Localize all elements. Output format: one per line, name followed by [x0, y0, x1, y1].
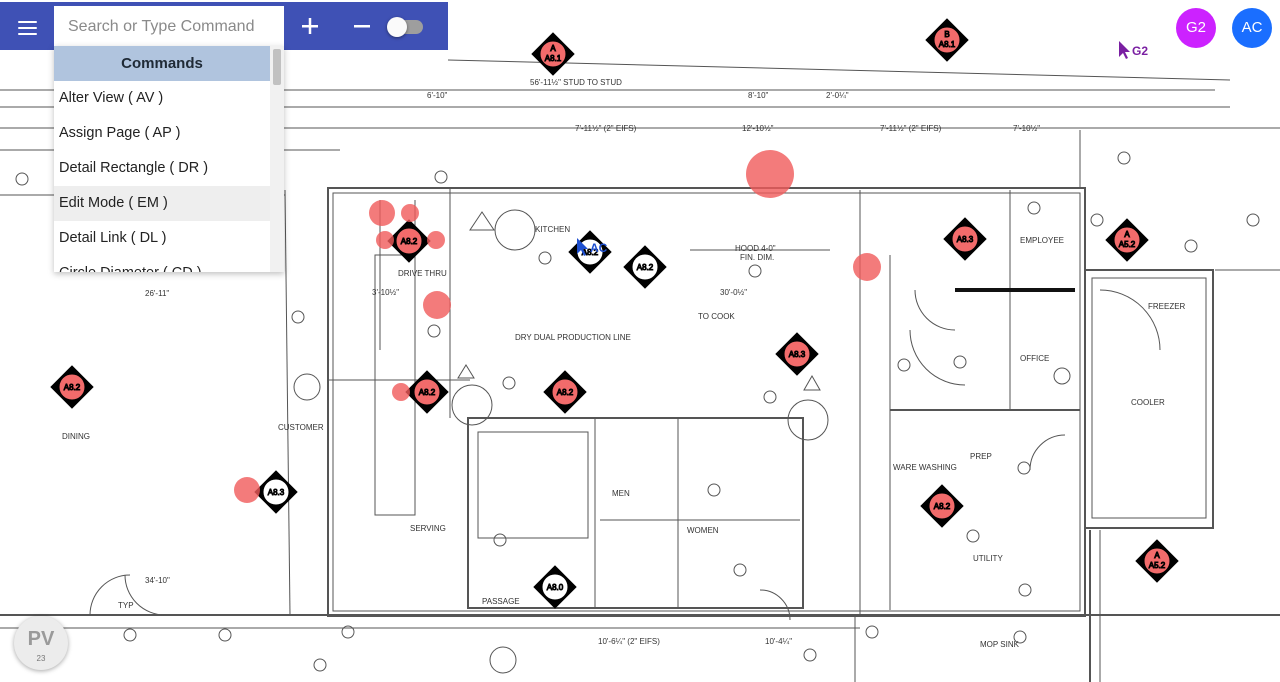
user-avatar-g2[interactable]: G2 [1176, 8, 1216, 48]
svg-text:HOOD 4-0": HOOD 4-0" [735, 244, 776, 253]
svg-text:2'-0¼": 2'-0¼" [826, 91, 849, 100]
section-marker[interactable]: A8.2 [405, 370, 449, 414]
svg-text:7'-11½" (2" EIFS): 7'-11½" (2" EIFS) [880, 124, 942, 133]
commands-dropdown: Commands Alter View ( AV ) Assign Page (… [54, 46, 284, 272]
marker-sheet-label: A5.2 [1119, 240, 1136, 249]
hamburger-menu-icon[interactable] [10, 12, 46, 42]
svg-text:30'-0½": 30'-0½" [720, 288, 747, 297]
svg-text:FIN. DIM.: FIN. DIM. [740, 253, 774, 262]
section-marker[interactable]: AA8.1 [531, 32, 575, 76]
marker-sheet-label: A8.2 [582, 248, 599, 257]
command-search-input[interactable] [54, 6, 284, 48]
marker-sheet-label: A8.2 [637, 263, 654, 272]
marker-sheet-label: A8.2 [401, 237, 418, 246]
section-marker[interactable]: BA8.1 [925, 18, 969, 62]
page-view-button[interactable]: PV 23 [14, 616, 68, 670]
svg-text:MOP SINK: MOP SINK [980, 640, 1020, 649]
svg-text:6'-10": 6'-10" [427, 91, 448, 100]
page-view-label: PV [27, 628, 55, 650]
section-marker[interactable]: A8.2 [623, 245, 667, 289]
svg-text:MEN: MEN [612, 489, 630, 498]
toggle-knob [387, 17, 407, 37]
svg-text:COOLER: COOLER [1131, 398, 1165, 407]
svg-text:TO COOK: TO COOK [698, 312, 735, 321]
section-marker[interactable]: A8.2 [543, 370, 587, 414]
commands-list: Alter View ( AV ) Assign Page ( AP ) Det… [54, 81, 270, 272]
section-marker[interactable]: A8.2 [920, 484, 964, 528]
svg-text:FREEZER: FREEZER [1148, 302, 1186, 311]
minus-icon [354, 25, 370, 28]
svg-text:OFFICE: OFFICE [1020, 354, 1049, 363]
svg-text:DRY DUAL PRODUCTION LINE: DRY DUAL PRODUCTION LINE [515, 333, 631, 342]
svg-text:8'-10": 8'-10" [748, 91, 769, 100]
marker-sheet-label: A8.2 [64, 383, 81, 392]
remote-cursor-g2-label: G2 [1132, 44, 1149, 58]
commands-scrollbar-thumb[interactable] [273, 49, 281, 85]
svg-text:7'-11½" (2" EIFS): 7'-11½" (2" EIFS) [575, 124, 637, 133]
svg-text:10'-6¼" (2" EIFS): 10'-6¼" (2" EIFS) [598, 637, 660, 646]
svg-text:PREP: PREP [970, 452, 992, 461]
svg-text:56'-11½" STUD TO STUD: 56'-11½" STUD TO STUD [530, 78, 622, 87]
marker-sheet-label: A8.2 [557, 388, 574, 397]
marker-sheet-label: A8.2 [419, 388, 436, 397]
section-marker[interactable]: A8.0 [533, 565, 577, 609]
svg-text:PASSAGE: PASSAGE [482, 597, 520, 606]
cursor-arrow-icon [577, 238, 588, 256]
marker-sheet-label: A8.1 [939, 40, 956, 49]
svg-text:3'-10½": 3'-10½" [372, 288, 399, 297]
svg-text:KITCHEN: KITCHEN [535, 225, 570, 234]
section-marker[interactable]: A8.3 [775, 332, 819, 376]
remote-cursor-ac-label: AC [590, 241, 608, 255]
marker-top-label: A [550, 44, 556, 53]
top-toolbar [0, 2, 448, 50]
svg-text:TYP: TYP [118, 601, 134, 610]
svg-text:7'-10½": 7'-10½" [1013, 124, 1040, 133]
marker-top-label: A [1124, 230, 1130, 239]
svg-text:EMPLOYEE: EMPLOYEE [1020, 236, 1064, 245]
marker-sheet-label: A8.3 [789, 350, 806, 359]
zoom-out-button[interactable] [346, 10, 378, 42]
command-detail-rectangle[interactable]: Detail Rectangle ( DR ) [59, 160, 209, 176]
svg-text:10'-4¼": 10'-4¼" [765, 637, 792, 646]
svg-text:34'-10": 34'-10" [145, 576, 170, 585]
command-alter-view[interactable]: Alter View ( AV ) [59, 90, 164, 106]
plus-icon [302, 18, 318, 34]
command-circle-diameter[interactable]: Circle Diameter ( CD ) [54, 256, 270, 272]
command-edit-mode[interactable]: Edit Mode ( EM ) [54, 186, 270, 221]
section-marker[interactable]: A8.3 [943, 217, 987, 261]
marker-sheet-label: A8.3 [957, 235, 974, 244]
svg-text:UTILITY: UTILITY [973, 554, 1003, 563]
marker-sheet-label: A8.3 [268, 488, 285, 497]
svg-text:26'-11": 26'-11" [145, 289, 169, 298]
marker-sheet-label: A8.0 [547, 583, 564, 592]
section-marker[interactable]: A8.2 [387, 219, 431, 263]
section-marker[interactable]: A8.3 [254, 470, 298, 514]
marker-sheet-label: A5.2 [1149, 561, 1166, 570]
marker-sheet-label: A8.2 [934, 502, 951, 511]
zoom-in-button[interactable] [294, 10, 326, 42]
command-assign-page[interactable]: Assign Page ( AP ) [59, 125, 181, 141]
marker-top-label: A [1154, 551, 1160, 560]
view-toggle-switch[interactable] [387, 17, 423, 37]
command-detail-link[interactable]: Detail Link ( DL ) [59, 230, 167, 246]
svg-text:WARE WASHING: WARE WASHING [893, 463, 957, 472]
section-marker[interactable]: A8.2 [50, 365, 94, 409]
section-marker[interactable]: AA5.2 [1135, 539, 1179, 583]
marker-top-label: B [944, 30, 949, 39]
cursor-arrow-icon [1119, 41, 1130, 59]
svg-text:12'-10½": 12'-10½" [742, 124, 774, 133]
svg-text:SERVING: SERVING [410, 524, 446, 533]
user-avatar-ac[interactable]: AC [1232, 8, 1272, 48]
svg-text:CUSTOMER: CUSTOMER [278, 423, 324, 432]
commands-header: Commands [54, 46, 270, 81]
section-marker[interactable]: AA5.2 [1105, 218, 1149, 262]
svg-text:DINING: DINING [62, 432, 90, 441]
svg-text:DRIVE THRU: DRIVE THRU [398, 269, 447, 278]
marker-sheet-label: A8.1 [545, 54, 562, 63]
page-view-sublabel: 23 [36, 654, 46, 663]
commands-scrollbar[interactable] [270, 46, 284, 272]
svg-text:WOMEN: WOMEN [687, 526, 719, 535]
